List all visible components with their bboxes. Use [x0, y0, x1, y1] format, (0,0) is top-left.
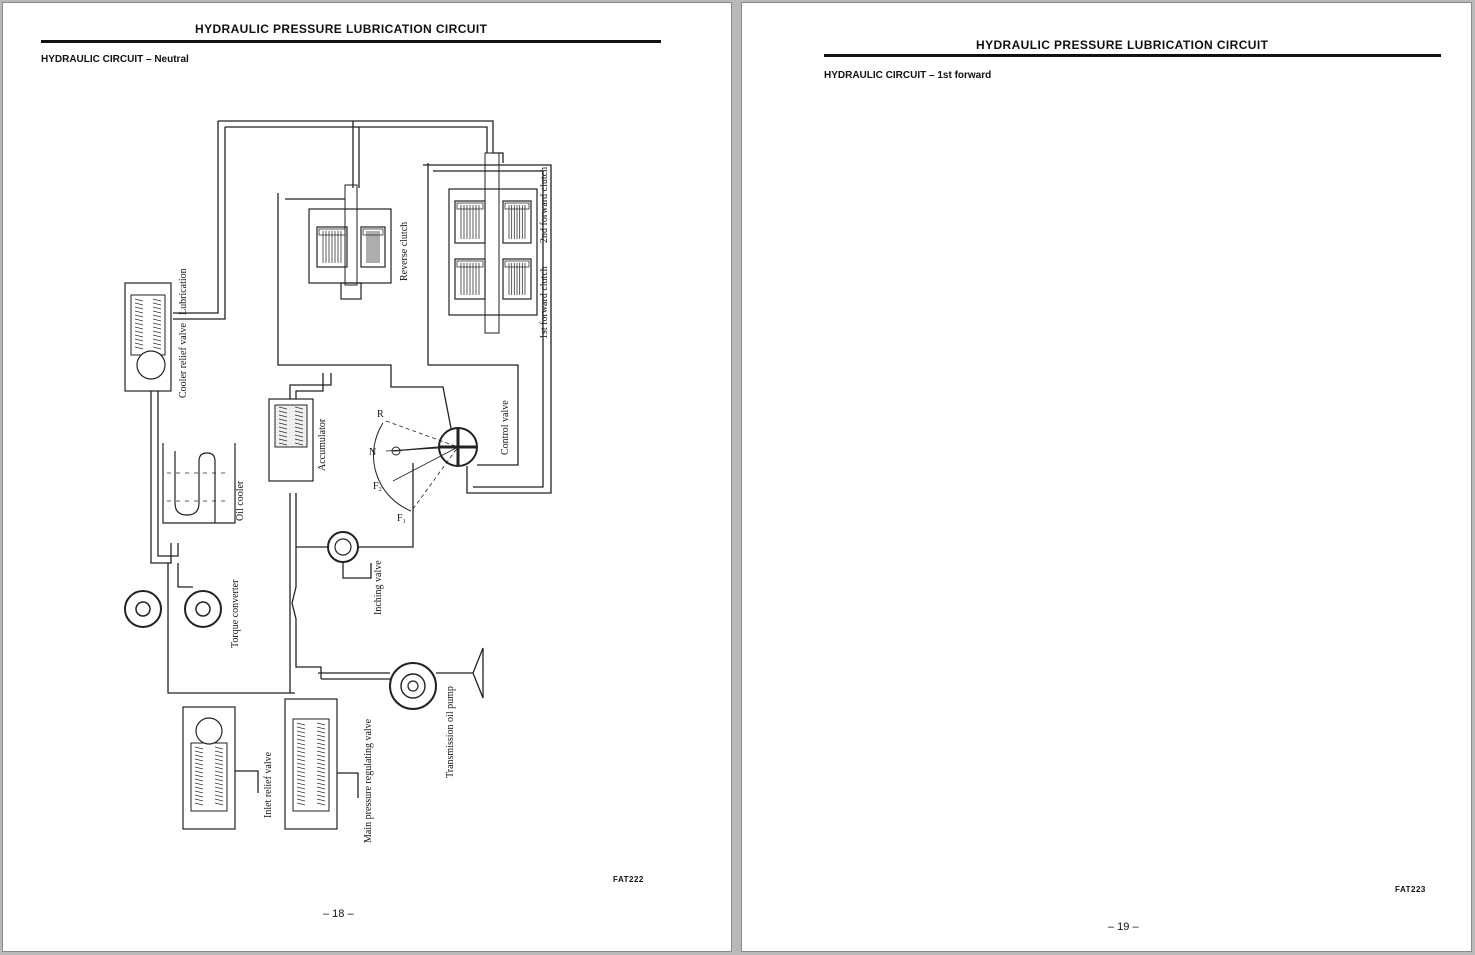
shaft	[484, 152, 500, 334]
lubrication-label: Lubrication	[178, 268, 189, 315]
drain-line	[235, 770, 259, 793]
transmission-oil-pump-label: Transmission oil pump	[445, 686, 456, 778]
forward-clutch-assembly	[448, 152, 538, 334]
accumulator-line	[289, 373, 332, 399]
accumulator	[268, 398, 314, 482]
clutch-pack-2nd	[454, 200, 486, 244]
lube-line	[173, 121, 219, 314]
torque-converter	[124, 590, 222, 628]
main-pressure-regulating-valve	[284, 698, 338, 830]
pos-f2-label: F₂	[373, 481, 382, 492]
second-forward-clutch-label: 2nd forward clutch	[539, 167, 550, 243]
shaft	[344, 184, 358, 286]
accumulator-line-inner	[295, 373, 324, 399]
spring-icon	[134, 298, 144, 350]
spring-icon	[214, 746, 224, 806]
header-rule	[824, 54, 1441, 57]
clutch-pack-2nd	[502, 200, 532, 244]
oil-cooler	[162, 443, 236, 524]
inching-valve	[327, 531, 359, 563]
top-line-inner	[225, 126, 488, 153]
spring-icon	[152, 298, 162, 350]
spring-icon	[316, 722, 326, 806]
inching-drain	[342, 562, 372, 579]
pos-f1-label: F₁	[397, 513, 406, 524]
spring-icon	[294, 406, 304, 446]
page-left: HYDRAULIC PRESSURE LUBRICATION CIRCUIT H…	[2, 2, 732, 952]
transmission-oil-pump	[389, 662, 437, 710]
spring-icon	[296, 722, 306, 806]
drain-line	[337, 772, 359, 798]
ball-icon	[136, 350, 166, 380]
inlet-relief-valve	[182, 706, 236, 830]
accumulator-label: Accumulator	[317, 418, 328, 471]
first-forward-clutch-label: 1st forward clutch	[539, 266, 550, 339]
clutch-pack	[316, 226, 348, 268]
spring-icon	[278, 406, 288, 446]
cooler-coil	[174, 451, 216, 523]
oil-cooler-label: Oil cooler	[235, 480, 246, 521]
cooler-relief-valve	[124, 282, 172, 392]
clutch-pack	[360, 226, 386, 268]
inlet-relief-valve-label: Inlet relief valve	[263, 751, 274, 818]
suction-line	[436, 647, 484, 699]
converter-feed	[177, 563, 193, 588]
torque-converter-label: Torque converter	[230, 579, 241, 648]
top-line	[218, 120, 494, 153]
figure-code: FAT223	[1395, 885, 1426, 894]
cooler-relief-valve-label: Cooler relief valve	[178, 322, 189, 398]
figure-code: FAT222	[613, 875, 644, 884]
pos-n-label: N	[369, 447, 376, 458]
spring-icon	[194, 746, 204, 806]
clutch-feed	[493, 152, 504, 163]
page-header-title: HYDRAULIC PRESSURE LUBRICATION CIRCUIT	[976, 38, 1269, 52]
selector-arc	[373, 422, 412, 512]
page-subtitle: HYDRAULIC CIRCUIT – 1st forward	[824, 70, 992, 81]
lube-line-inner	[173, 127, 226, 320]
main-pressure-regulating-valve-label: Main pressure regulating valve	[363, 718, 374, 843]
page-header-title: HYDRAULIC PRESSURE LUBRICATION CIRCUIT	[195, 22, 488, 36]
ball-icon	[195, 717, 223, 745]
second-forward-line-inner	[433, 170, 544, 488]
reverse-line	[277, 193, 452, 429]
reverse-clutch-label: Reverse clutch	[399, 222, 410, 281]
control-valve	[373, 420, 478, 512]
reverse-clutch	[308, 184, 392, 300]
converter-line	[167, 563, 295, 694]
cooler-line-inner	[157, 391, 179, 557]
page-right: HYDRAULIC PRESSURE LUBRICATION CIRCUIT H…	[741, 2, 1472, 952]
inching-outlet	[358, 463, 414, 548]
inching-valve-label: Inching valve	[373, 560, 384, 615]
header-rule	[41, 40, 661, 43]
page-subtitle: HYDRAULIC CIRCUIT – Neutral	[41, 54, 189, 65]
main-riser-inner	[291, 493, 322, 679]
cooler-line	[150, 391, 172, 564]
page-number: – 18 –	[323, 908, 354, 920]
page-number: – 19 –	[1108, 921, 1139, 933]
control-valve-label: Control valve	[500, 400, 511, 455]
first-forward-line	[427, 163, 519, 466]
clutch-pack-1st	[502, 258, 532, 300]
second-forward-line	[423, 164, 552, 494]
clutch-pack-1st	[454, 258, 486, 300]
pos-r-label: R	[377, 409, 384, 420]
